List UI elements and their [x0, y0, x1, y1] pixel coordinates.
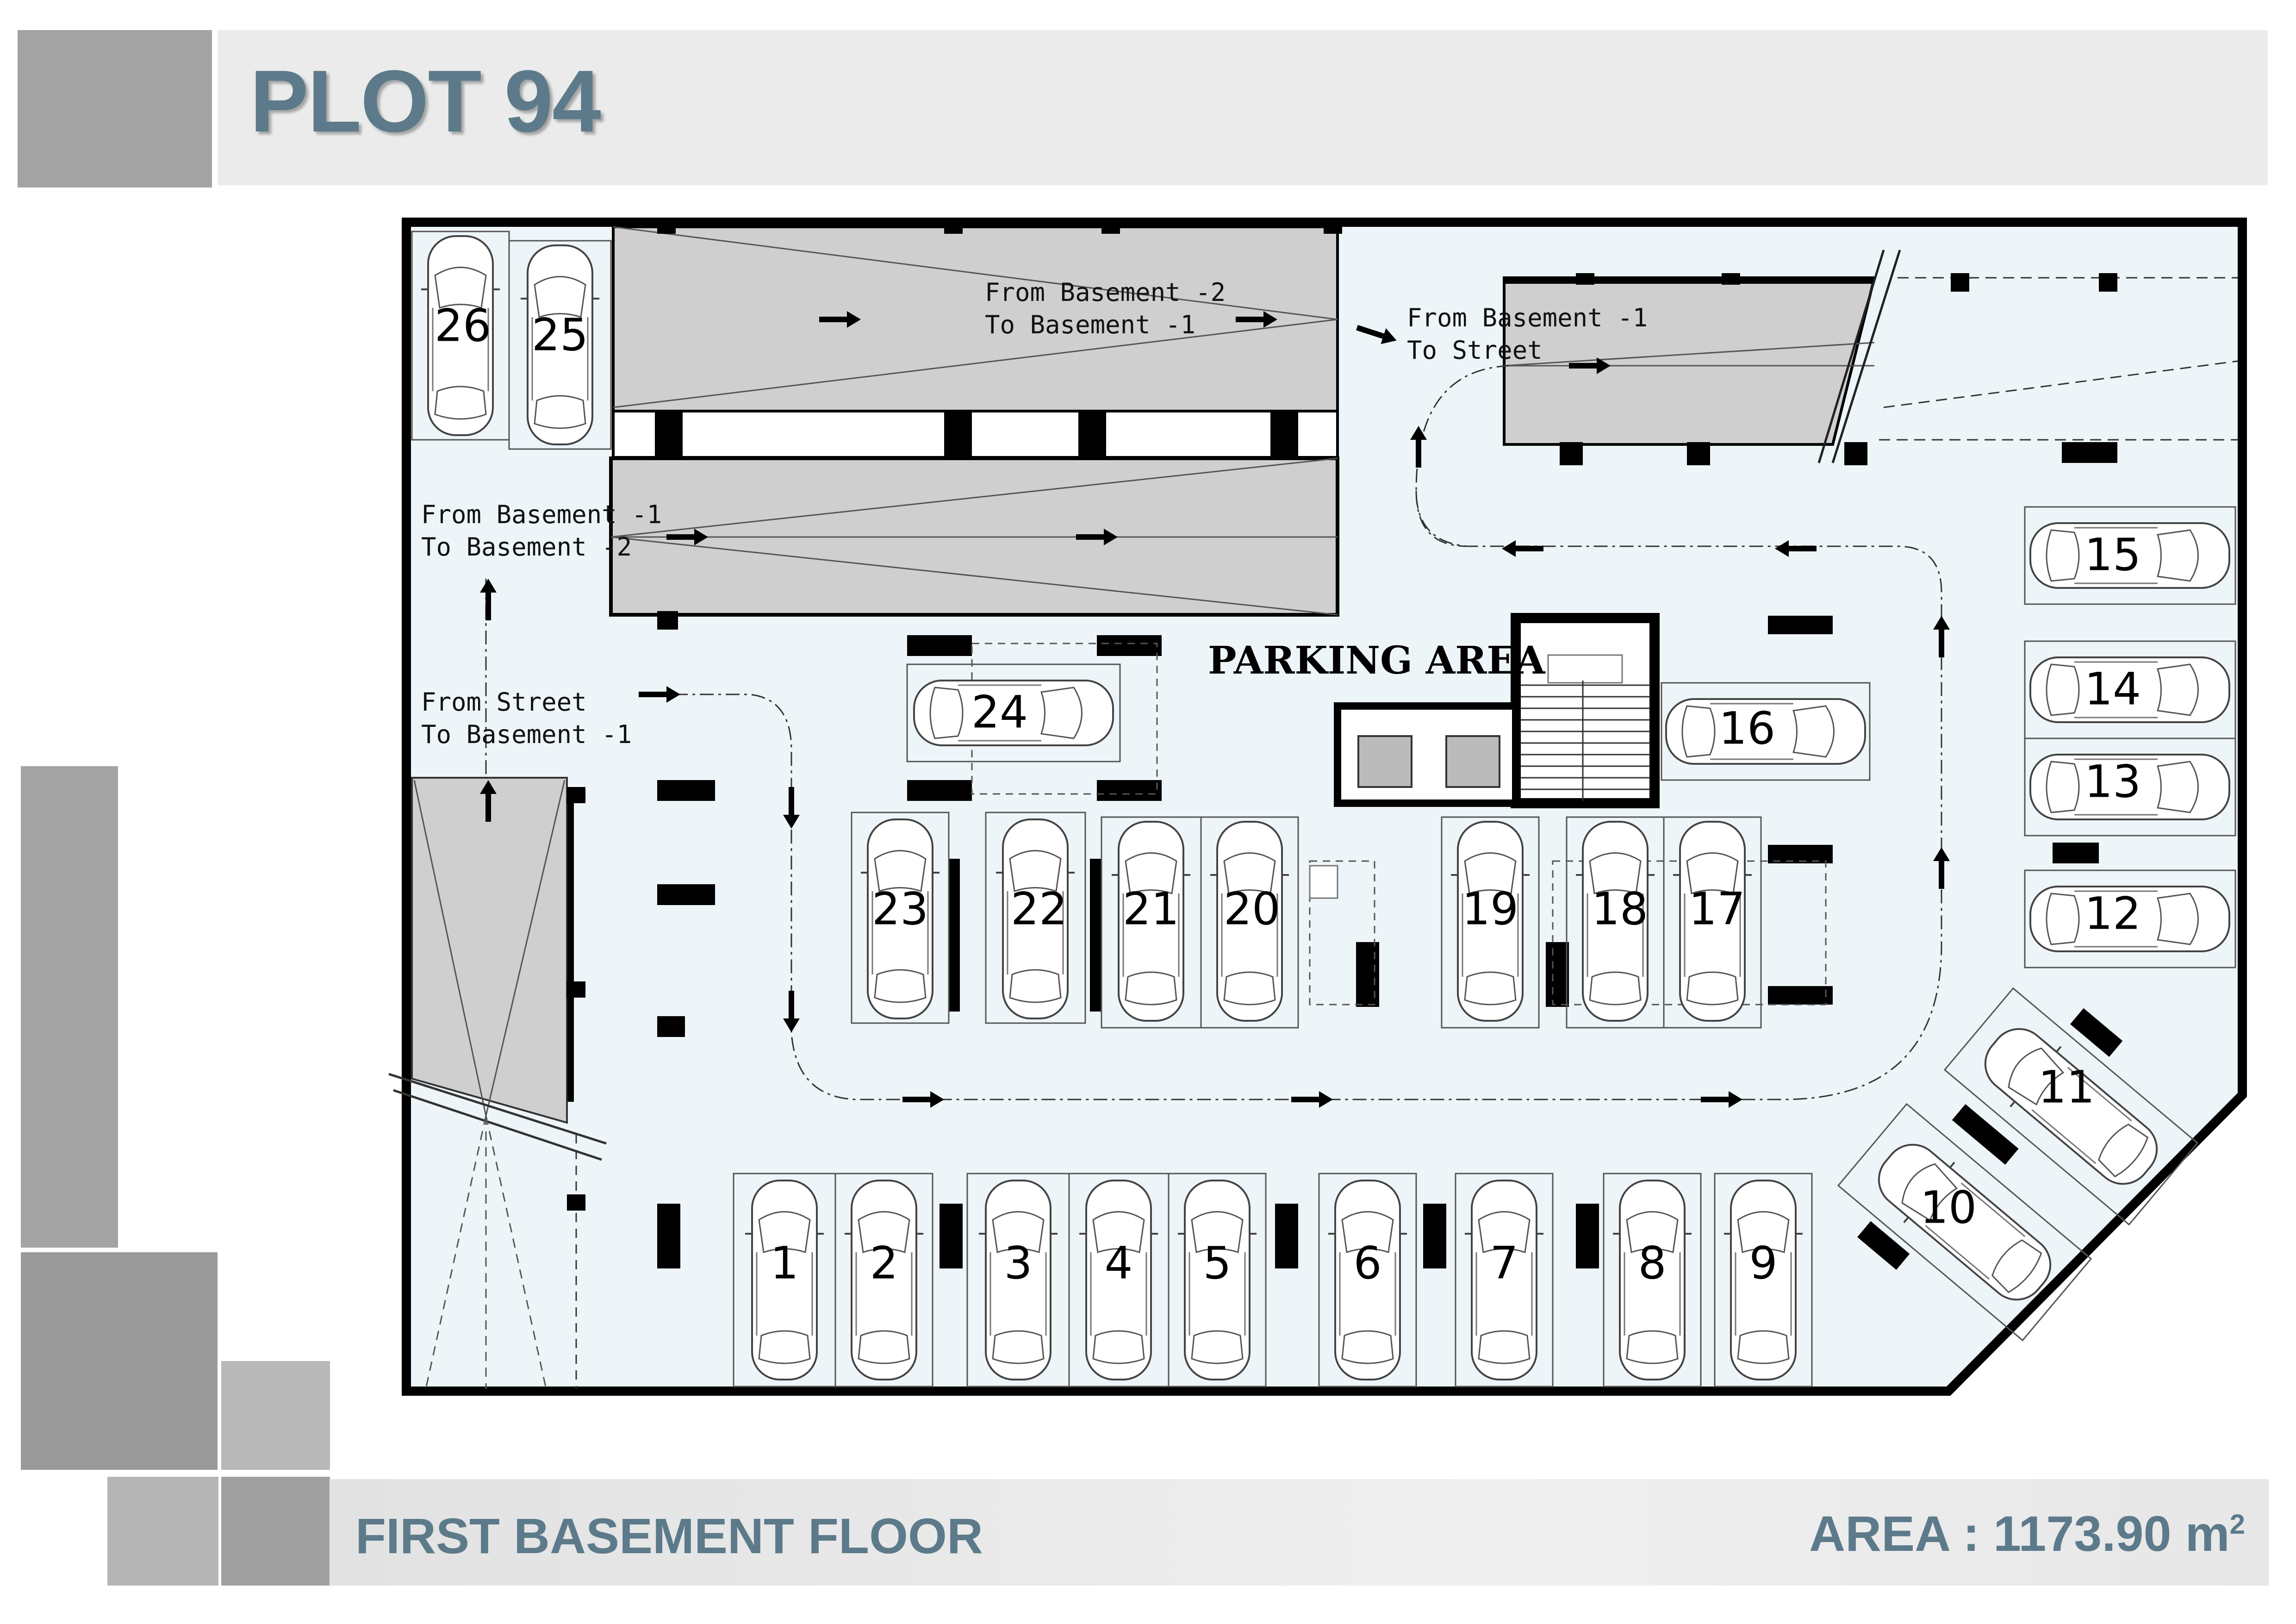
parking-space-number-20: 20 [1224, 883, 1280, 935]
parking-space-number-2: 2 [870, 1237, 898, 1289]
parking-space-number-21: 21 [1123, 883, 1179, 935]
parking-space-number-17: 17 [1689, 883, 1745, 935]
ramp-label-2-line2: To Street [1407, 336, 1543, 365]
parking-space-number-16: 16 [1719, 702, 1775, 754]
header-bar [218, 30, 2268, 185]
ramp-label-4-line1: From Street [421, 687, 587, 717]
parking-space-number-7: 7 [1490, 1237, 1518, 1289]
parking-space-number-24: 24 [971, 686, 1028, 738]
decor-block-2 [21, 1252, 218, 1470]
parking-space-number-4: 4 [1104, 1237, 1132, 1289]
ramp-label-3-line2: To Basement -2 [421, 532, 632, 562]
ramp-label-2-line1: From Basement -1 [1407, 303, 1648, 332]
parking-space-number-1: 1 [770, 1237, 798, 1289]
ramp-label-3-line1: From Basement -1 [421, 500, 662, 529]
parking-space-number-15: 15 [2084, 529, 2141, 581]
parking-space-number-22: 22 [1011, 883, 1067, 935]
parking-space-number-3: 3 [1004, 1237, 1032, 1289]
decor-block-3 [221, 1361, 330, 1470]
footer-bar [330, 1479, 2269, 1586]
parking-space-number-25: 25 [532, 309, 588, 361]
parking-spaces [411, 231, 2236, 1387]
decor-block-1 [21, 766, 118, 1248]
parking-space-number-18: 18 [1592, 883, 1648, 935]
parking-space-number-5: 5 [1203, 1237, 1231, 1289]
area-unit-superscript: 2 [2229, 1509, 2245, 1540]
floor-title: FIRST BASEMENT FLOOR [355, 1508, 983, 1564]
parking-space-number-11: 11 [2038, 1061, 2095, 1113]
ramp-label-1-line1: From Basement -2 [985, 278, 1226, 307]
parking-space-number-13: 13 [2084, 756, 2141, 807]
drive-path [648, 365, 1942, 1100]
ramp-label-1-line2: To Basement -1 [985, 310, 1195, 339]
ramp-upper [612, 225, 1339, 412]
parking-space-number-23: 23 [872, 883, 928, 935]
parking-space-number-10: 10 [1920, 1181, 1977, 1233]
header-accent-block [18, 30, 212, 187]
ramp-street-entry [411, 777, 568, 1124]
ramp-label-4-line2: To Basement -1 [421, 720, 632, 749]
parking-space-number-6: 6 [1353, 1237, 1381, 1289]
decor-block-5 [221, 1477, 330, 1586]
ramp-street-exit [1503, 276, 1876, 446]
page-title: PLOT 94 [250, 52, 601, 150]
parking-space-number-14: 14 [2084, 663, 2141, 715]
area-value: AREA : 1173.90 m [1809, 1505, 2230, 1562]
parking-space-number-12: 12 [2084, 887, 2141, 939]
parking-space-number-19: 19 [1462, 883, 1518, 935]
parking-space-number-9: 9 [1749, 1237, 1777, 1289]
parking-space-number-26: 26 [435, 300, 491, 351]
parking-area-label: PARKING AREA [1208, 638, 1546, 683]
area-label: AREA : 1173.90 m2 [1809, 1505, 2245, 1562]
columns [657, 616, 2099, 1268]
parking-space-number-8: 8 [1638, 1237, 1666, 1289]
decor-block-4 [107, 1477, 218, 1586]
